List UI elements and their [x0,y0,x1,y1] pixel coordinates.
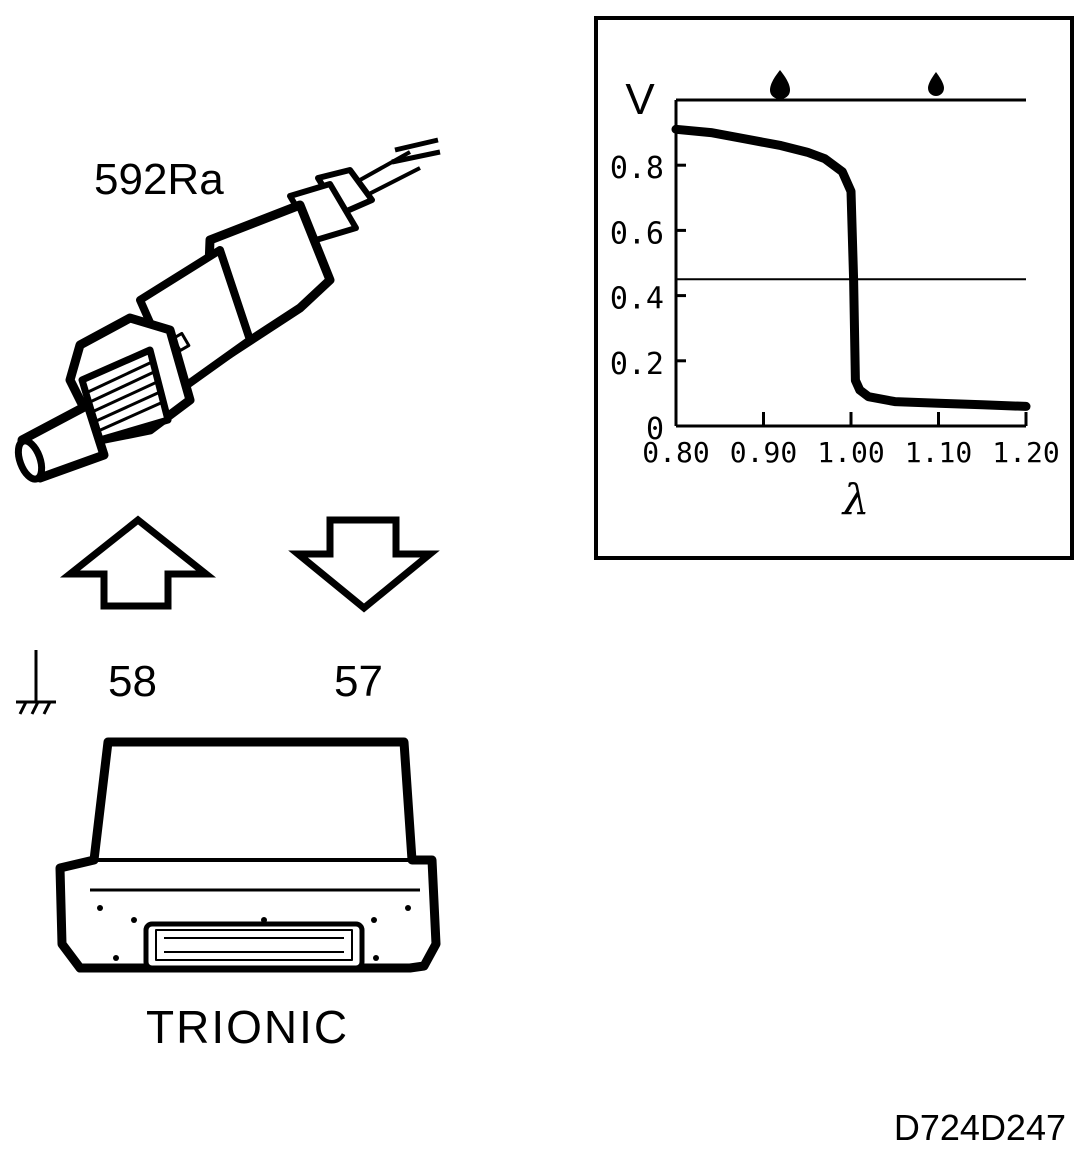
arrow-down-icon [288,516,440,613]
oxygen-sensor-icon [14,137,441,483]
arrow-up-icon [59,515,217,610]
sensor-label: 592Ra [94,155,224,204]
ecu-label: TRIONIC [146,1001,350,1053]
sensor-voltage-curve [671,124,1031,411]
ecu-control-unit-icon [55,737,441,973]
y-tick-label: 0.6 [610,216,664,251]
x-axis-label: λ [841,475,870,524]
x-tick-label: 0.90 [730,436,797,469]
x-tick-label: 1.00 [817,436,884,469]
lambda-voltage-graph-frame [594,16,1074,560]
y-axis-label: V [625,75,655,124]
y-tick-label: 0.8 [610,151,664,186]
y-tick-label: 0 [646,412,664,447]
rich-fuel-drop-icon [770,70,790,99]
pin-57-label: 57 [334,657,383,706]
x-tick-label: 0.80 [642,436,709,469]
diagram-reference-code: D724D247 [893,1107,1066,1148]
x-tick-label: 1.10 [905,436,972,469]
y-tick-label: 0.2 [610,347,664,382]
y-tick-label: 0.4 [610,282,664,317]
pin-58-label: 58 [108,657,157,706]
ground-symbol-icon [16,650,56,715]
x-tick-label: 1.20 [992,436,1059,469]
lean-fuel-drop-icon [928,72,944,96]
